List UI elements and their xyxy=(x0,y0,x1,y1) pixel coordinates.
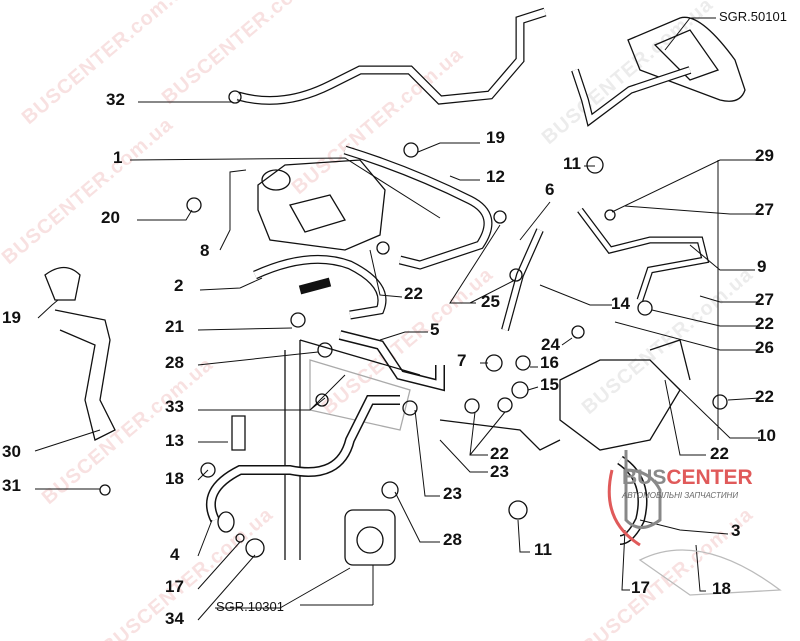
callout-19: 19 xyxy=(486,128,505,147)
callout-17b: 17 xyxy=(631,578,650,597)
callout-16: 16 xyxy=(540,353,559,372)
callout-10: 10 xyxy=(757,426,776,445)
callout-26: 26 xyxy=(755,338,774,357)
callout-23: 23 xyxy=(490,462,509,481)
callout-19b: 19 xyxy=(2,308,21,327)
callout-29: 29 xyxy=(755,146,774,165)
callout-18b: 18 xyxy=(712,579,731,598)
callout-2: 2 xyxy=(174,276,184,295)
callout-3: 3 xyxy=(731,521,741,540)
callout-34: 34 xyxy=(165,609,184,628)
callout-11: 11 xyxy=(563,154,581,173)
callout-28b: 28 xyxy=(443,530,462,549)
callout-4: 4 xyxy=(170,545,180,564)
logo-tagline: АВТОМОБІЛЬНІ ЗАПЧАСТИНИ xyxy=(622,491,739,500)
ref-sgr-10301: SGR.10301 xyxy=(216,599,284,614)
callout-20: 20 xyxy=(101,208,120,227)
callout-27b: 27 xyxy=(755,290,774,309)
ref-sgr-50101: SGR.50101 xyxy=(719,9,787,24)
callout-22d: 22 xyxy=(490,444,509,463)
callout-30: 30 xyxy=(2,442,21,461)
callout-24: 24 xyxy=(541,335,560,354)
callout-22: 22 xyxy=(404,284,423,303)
callout-18: 18 xyxy=(165,469,184,488)
callout-1: 1 xyxy=(113,148,123,167)
callout-32: 32 xyxy=(106,90,125,109)
callout-12: 12 xyxy=(486,167,505,186)
callout-21: 21 xyxy=(165,317,184,336)
logo-brand-a: BUS xyxy=(622,466,667,489)
callout-8: 8 xyxy=(200,241,210,260)
callout-23b: 23 xyxy=(443,484,462,503)
callout-22e: 22 xyxy=(710,444,729,463)
callout-9: 9 xyxy=(757,257,767,276)
callout-22b: 22 xyxy=(755,314,774,333)
logo-brand-b: CENTER xyxy=(666,466,753,489)
callout-14: 14 xyxy=(611,294,630,313)
callout-31: 31 xyxy=(2,476,21,495)
callout-28: 28 xyxy=(165,353,184,372)
buscenter-logo: BUSCENTER АВТОМОБІЛЬНІ ЗАПЧАСТИНИ xyxy=(622,466,753,500)
callout-11b: 11 xyxy=(534,540,552,559)
callout-13: 13 xyxy=(165,431,184,450)
callout-22c: 22 xyxy=(755,387,774,406)
callout-6: 6 xyxy=(545,180,555,199)
callout-7: 7 xyxy=(457,351,467,370)
callout-17: 17 xyxy=(165,577,184,596)
callout-33: 33 xyxy=(165,397,184,416)
callout-15: 15 xyxy=(540,375,559,394)
callout-27: 27 xyxy=(755,200,774,219)
callout-25: 25 xyxy=(481,292,500,311)
callout-5: 5 xyxy=(430,320,440,339)
